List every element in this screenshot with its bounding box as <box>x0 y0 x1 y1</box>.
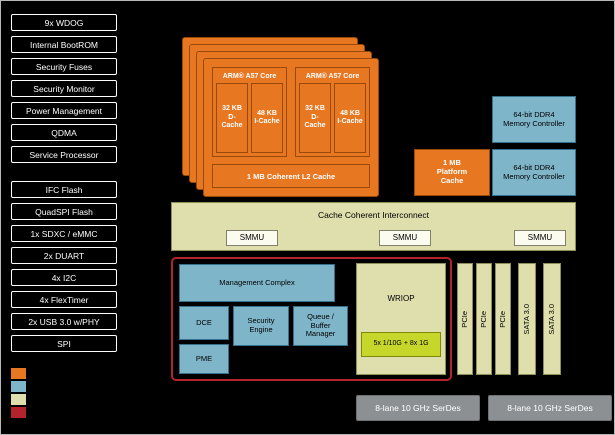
pcie-box: PCIe <box>495 263 511 375</box>
sata-box: SATA 3.0 <box>518 263 536 375</box>
ddr4-memory-controller-box: 64-bit DDR4 Memory Controller <box>492 149 576 196</box>
pcie-box: PCIe <box>476 263 492 375</box>
sidebar-item-qdma: QDMA <box>11 124 117 141</box>
icache-box: 48 KB I-Cache <box>334 83 366 153</box>
serdes-box: 8-lane 10 GHz SerDes <box>356 395 480 421</box>
sidebar-item-flextimer: 4x FlexTimer <box>11 291 117 308</box>
sidebar-item-wdog: 9x WDOG <box>11 14 117 31</box>
pcie-box: PCIe <box>457 263 473 375</box>
ddr4-label: 64-bit DDR4 Memory Controller <box>503 162 565 181</box>
pcie-label: PCIe <box>497 310 507 328</box>
icache-box: 48 KB I-Cache <box>251 83 283 153</box>
sata-label: SATA 3.0 <box>546 303 556 335</box>
sidebar-item-bootrom: Internal BootROM <box>11 36 117 53</box>
datapath-accelerator-region <box>171 257 452 381</box>
security-engine-label: Security Engine <box>247 316 275 334</box>
dcache-box: 32 KB D-Cache <box>216 83 248 153</box>
smmu-box: SMMU <box>379 230 431 246</box>
sidebar-group-divider <box>11 168 117 176</box>
core-label: ARM® A57 Core <box>305 73 360 80</box>
legend-swatch-accel-blue <box>11 381 26 392</box>
wriop-box: WRIOP 5x 1/10G + 8x 1G <box>356 263 446 375</box>
sidebar-item-duart: 2x DUART <box>11 247 117 264</box>
platform-cache-box: 1 MB Platform Cache <box>414 149 490 196</box>
sidebar-item-security-monitor: Security Monitor <box>11 80 117 97</box>
sidebar-item-quadspi-flash: QuadSPI Flash <box>11 203 117 220</box>
ddr4-memory-controller-box: 64-bit DDR4 Memory Controller <box>492 96 576 143</box>
queue-buffer-manager-label: Queue / Buffer Manager <box>305 311 336 339</box>
arm-a57-core: ARM® A57 Core 32 KB D-Cache 48 KB I-Cach… <box>295 67 370 157</box>
management-complex-box: Management Complex <box>179 264 335 302</box>
peripherals-sidebar: 9x WDOG Internal BootROM Security Fuses … <box>11 14 117 352</box>
sidebar-item-security-fuses: Security Fuses <box>11 58 117 75</box>
wriop-label: WRIOP <box>387 294 415 303</box>
smmu-box: SMMU <box>226 230 278 246</box>
core-label: ARM® A57 Core <box>222 73 277 80</box>
pcie-label: PCIe <box>459 310 469 328</box>
color-legend <box>11 368 26 418</box>
security-engine-box: Security Engine <box>233 306 289 346</box>
queue-buffer-manager-box: Queue / Buffer Manager <box>293 306 348 346</box>
interconnect-label: Cache Coherent Interconnect <box>317 210 430 220</box>
sidebar-item-service-processor: Service Processor <box>11 146 117 163</box>
legend-swatch-io-khaki <box>11 394 26 405</box>
sidebar-item-sdxc-emmc: 1x SDXC / eMMC <box>11 225 117 242</box>
l2-cache-box: 1 MB Coherent L2 Cache <box>212 164 370 188</box>
smmu-box: SMMU <box>514 230 566 246</box>
sidebar-item-usb3: 2x USB 3.0 w/PHY <box>11 313 117 330</box>
ethernet-ports-box: 5x 1/10G + 8x 1G <box>361 332 441 357</box>
ethernet-ports-label: 5x 1/10G + 8x 1G <box>373 340 429 348</box>
sata-box: SATA 3.0 <box>543 263 561 375</box>
core-caches: 32 KB D-Cache 48 KB I-Cache <box>216 83 283 153</box>
ddr4-label: 64-bit DDR4 Memory Controller <box>503 109 565 128</box>
platform-cache-label: 1 MB Platform Cache <box>436 158 468 185</box>
cpu-cluster-card: ARM® A57 Core 32 KB D-Cache 48 KB I-Cach… <box>203 58 379 197</box>
cache-coherent-interconnect: Cache Coherent Interconnect SMMU SMMU SM… <box>171 202 576 251</box>
pcie-label: PCIe <box>478 310 488 328</box>
legend-swatch-core-orange <box>11 368 26 379</box>
management-complex-label: Management Complex <box>219 277 295 287</box>
sata-label: SATA 3.0 <box>521 303 531 335</box>
sidebar-item-i2c: 4x I2C <box>11 269 117 286</box>
legend-swatch-region-red <box>11 407 26 418</box>
core-pair: ARM® A57 Core 32 KB D-Cache 48 KB I-Cach… <box>212 67 370 157</box>
dce-box: DCE <box>179 306 229 340</box>
sidebar-item-power-management: Power Management <box>11 102 117 119</box>
pme-box: PME <box>179 344 229 374</box>
sidebar-item-ifc-flash: IFC Flash <box>11 181 117 198</box>
core-caches: 32 KB D-Cache 48 KB I-Cache <box>299 83 366 153</box>
sidebar-item-spi: SPI <box>11 335 117 352</box>
arm-a57-core: ARM® A57 Core 32 KB D-Cache 48 KB I-Cach… <box>212 67 287 157</box>
dcache-box: 32 KB D-Cache <box>299 83 331 153</box>
serdes-box: 8-lane 10 GHz SerDes <box>488 395 612 421</box>
